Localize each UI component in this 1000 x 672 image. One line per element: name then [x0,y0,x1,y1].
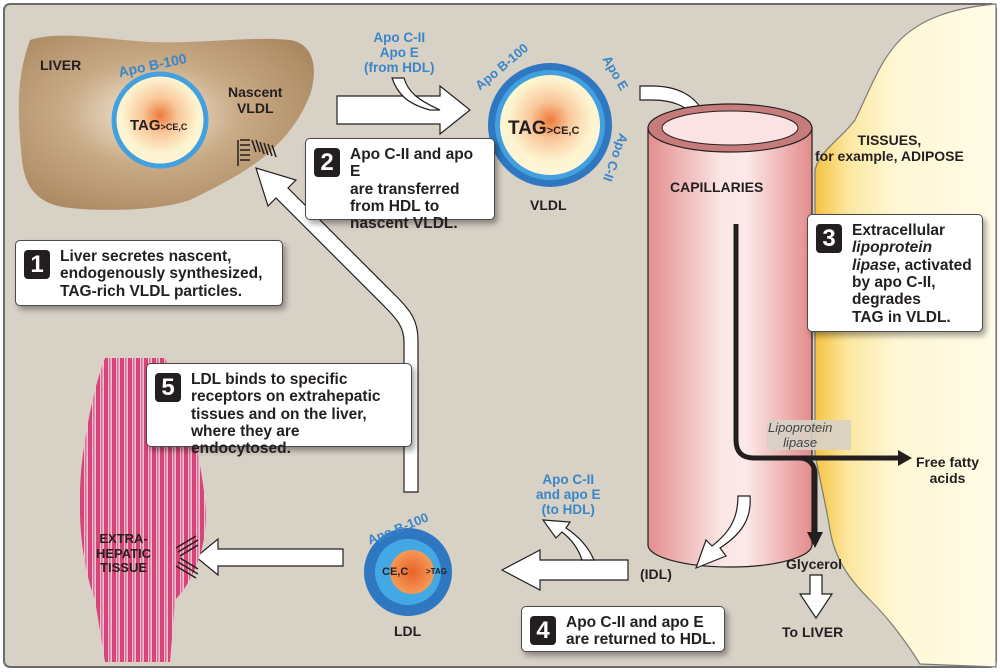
step-1-number: 1 [24,250,50,279]
apo-transfer-merge-arrow [391,77,441,111]
lipase-label-bg [767,420,851,450]
step-5-line: receptors on extrahepatic [191,388,381,406]
apo-return-branch-arrow [541,519,595,561]
step-4-number: 4 [530,616,556,645]
tag-text: TAG [508,118,547,139]
step-3-line: by apo C-II, [852,274,936,292]
vldl-particle-core [500,75,600,175]
step-3-callout: 3 Extracellular lipoprotein lipase, acti… [807,214,983,332]
step-1-line: TAG-rich VLDL particles. [60,282,243,300]
step-2-number: 2 [314,148,340,177]
step-1-callout: 1 Liver secretes nascent, endogenously s… [15,240,283,306]
ldl-to-liver-arrow [255,167,419,493]
to-liver-label: To LIVER [782,624,844,640]
ffa-arrowhead [898,450,912,466]
step-5-text: LDL binds to specific receptors on extra… [191,371,403,458]
ffa-line2: acids [929,469,966,486]
step-5-line: LDL binds to specific [191,371,348,388]
capillary-to-idl-arrow [694,495,751,570]
step-5-callout: 5 LDL binds to specific receptors on ext… [146,363,412,457]
tissues-line2: for example, ADIPOSE [815,147,964,164]
liver-receptor-icon [237,139,277,166]
apo-from-hdl-line1: Apo C-II [373,30,426,45]
step-5-line: where they are endocytosed. [191,423,300,458]
idl-to-ldl-arrow [500,549,629,591]
apo-from-hdl-line2: Apo E [379,45,419,61]
step-3-text: Extracellular lipoprotein lipase, activa… [852,222,972,326]
step-1-line: endogenously synthesized, [60,265,263,283]
extra-line1: EXTRA- [99,531,148,546]
tissues-line1: TISSUES, [857,132,922,148]
glycerol-arrowhead [807,532,823,548]
step-2-line: Apo C-II and apo E [350,146,474,181]
nascent-vldl-particle [111,71,209,169]
capillaries-label: CAPILLARIES [670,179,764,195]
step-2-text: Apo C-II and apo E are transferred from … [350,146,486,233]
tag-label-vldl: TAG>CE,C [508,118,579,139]
tag-text: TAG [130,117,161,134]
tissues-label: TISSUES,for example, ADIPOSE [815,132,964,164]
glycerol-pathway-line [799,455,818,535]
ldl-tag-label: >TAG [426,567,447,576]
tissue-receptor-icon [175,535,199,579]
adipose-tissue-shape [814,3,997,668]
step-3-line: degrades [852,291,921,309]
lipase-line2: lipase [783,434,818,450]
capillary-tube [647,103,813,568]
ldl-to-tissue-arrow [195,537,344,577]
step-3-line: Extracellular [852,222,946,239]
step-4-callout: 4 Apo C-II and apo E are returned to HDL… [521,606,725,652]
extra-line3: TISSUE [100,560,148,576]
ldl-label: LDL [394,623,422,639]
step-2-line: are transferred [350,180,460,198]
step-1-text: Liver secretes nascent, endogenously syn… [60,248,262,300]
nascent-vldl-line2: VLDL [236,99,274,116]
step-2-line: nascent VLDL. [350,215,458,233]
step-1-line: Liver secretes nascent, [60,248,232,265]
tag-ratio-text: >CE,C [546,125,580,137]
step-3-italic: lipase [852,256,896,274]
apo-to-hdl-line3: (to HDL) [541,502,595,518]
secretion-arrow [336,84,471,136]
step-4-line: Apo C-II and apo E [566,614,704,631]
step-4-text: Apo C-II and apo E are returned to HDL. [566,614,716,649]
step-3-line: , activated [895,256,972,274]
step-4-line: are returned to HDL. [566,631,716,649]
step-3-italic: lipoprotein [852,239,933,257]
ldl-ce-label: CE,C [382,566,409,578]
ldl-particle-core [390,550,434,594]
vldl-label: VLDL [530,197,567,213]
nascent-vldl-line1: Nascent [228,84,283,100]
step-5-number: 5 [155,373,181,402]
step-2-callout: 2 Apo C-II and apo E are transferred fro… [305,138,495,232]
idl-label: (IDL) [640,566,672,582]
apo-from-hdl-line3: (from HDL) [364,60,435,76]
lipase-pathway-line [733,224,900,461]
glycerol-label: Glycerol [786,556,843,572]
step-3-number: 3 [816,224,842,253]
tag-label-liver: TAG>CE,C [130,117,188,135]
tag-ratio-text: >CE,C [160,122,188,132]
apo-to-hdl-line2: and apo E [536,487,601,503]
step-5-line: tissues and on the liver, [191,405,367,423]
ffa-line1: Free fatty [916,454,980,470]
glycerol-to-liver-arrow [798,574,834,620]
liver-label: LIVER [40,57,82,73]
step-2-line: from HDL to [350,198,440,216]
extra-line2: HEPATIC [96,545,152,561]
apo-to-hdl-line1: Apo C-II [542,472,595,487]
step-3-line: TAG in VLDL. [852,308,951,326]
lipase-line1: Lipoprotein [768,420,833,435]
